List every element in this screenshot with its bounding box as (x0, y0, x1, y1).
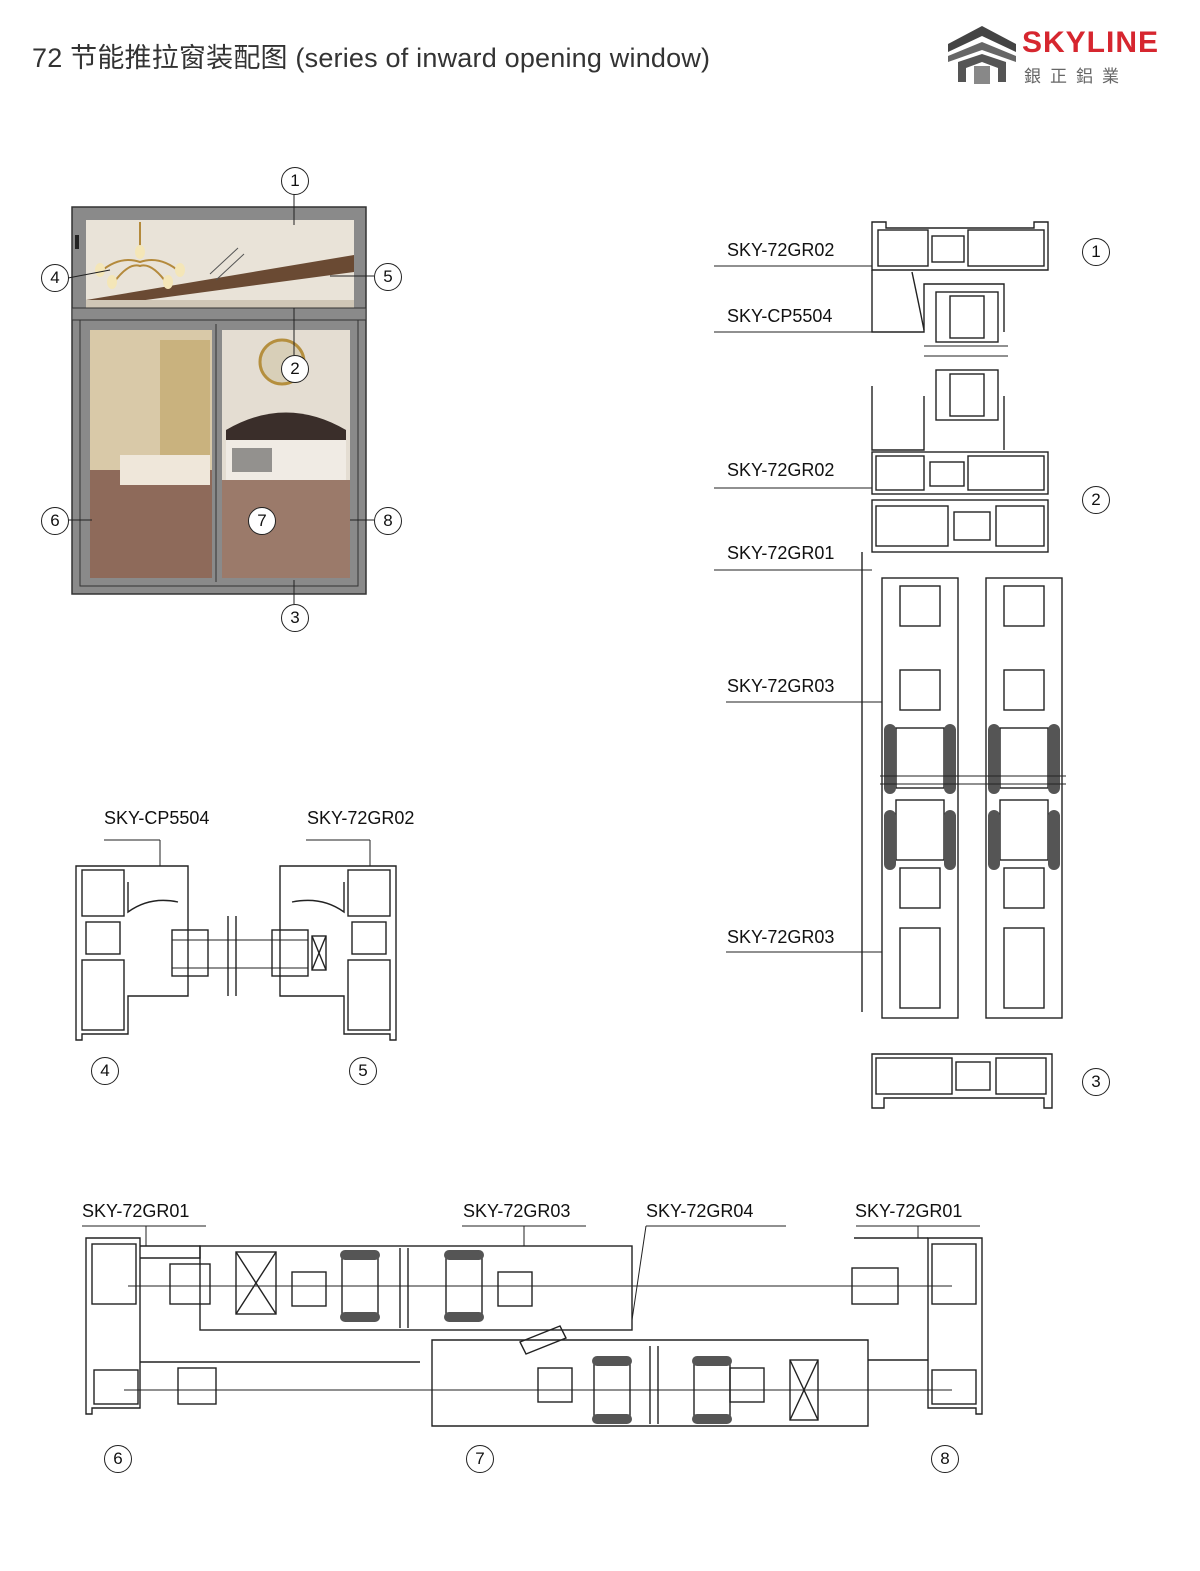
marker-7-elevation: 7 (248, 507, 276, 535)
marker-6-elevation: 6 (41, 507, 69, 535)
marker-4-section: 4 (91, 1057, 119, 1085)
label-vertical-gr01: SKY-72GR01 (727, 543, 835, 563)
label-vertical-gr02-mid: SKY-72GR02 (727, 460, 835, 480)
logo-sub-text: 銀正鋁業 (1024, 67, 1128, 86)
label-jamb-gr02: SKY-72GR02 (307, 808, 415, 828)
marker-2-section: 2 (1082, 486, 1110, 514)
label-vertical-gr02-top: SKY-72GR02 (727, 240, 835, 260)
marker-5-elevation: 5 (374, 263, 402, 291)
label-vertical-gr03-upper: SKY-72GR03 (727, 676, 835, 696)
label-horizontal-gr01-left: SKY-72GR01 (82, 1201, 190, 1221)
label-vertical-gr03-lower: SKY-72GR03 (727, 927, 835, 947)
marker-1-section: 1 (1082, 238, 1110, 266)
label-horizontal-gr01-right: SKY-72GR01 (855, 1201, 963, 1221)
marker-4-elevation: 4 (41, 264, 69, 292)
marker-7-section: 7 (466, 1445, 494, 1473)
marker-1-elevation: 1 (281, 167, 309, 195)
label-jamb-cp5504: SKY-CP5504 (104, 808, 210, 828)
marker-2-elevation: 2 (281, 355, 309, 383)
marker-6-section: 6 (104, 1445, 132, 1473)
label-horizontal-gr04: SKY-72GR04 (646, 1201, 754, 1221)
logo-brand-text: SKYLINE (1022, 26, 1160, 59)
label-vertical-cp5504: SKY-CP5504 (727, 306, 833, 326)
marker-5-section: 5 (349, 1057, 377, 1085)
label-horizontal-gr03: SKY-72GR03 (463, 1201, 571, 1221)
marker-3-section: 3 (1082, 1068, 1110, 1096)
page-title: 72 节能推拉窗装配图 (series of inward opening wi… (32, 43, 711, 73)
marker-8-section: 8 (931, 1445, 959, 1473)
marker-3-elevation: 3 (281, 604, 309, 632)
logo-mark-icon (948, 26, 1016, 84)
skyline-logo: SKYLINE 銀正鋁業 (944, 22, 1174, 88)
marker-8-elevation: 8 (374, 507, 402, 535)
